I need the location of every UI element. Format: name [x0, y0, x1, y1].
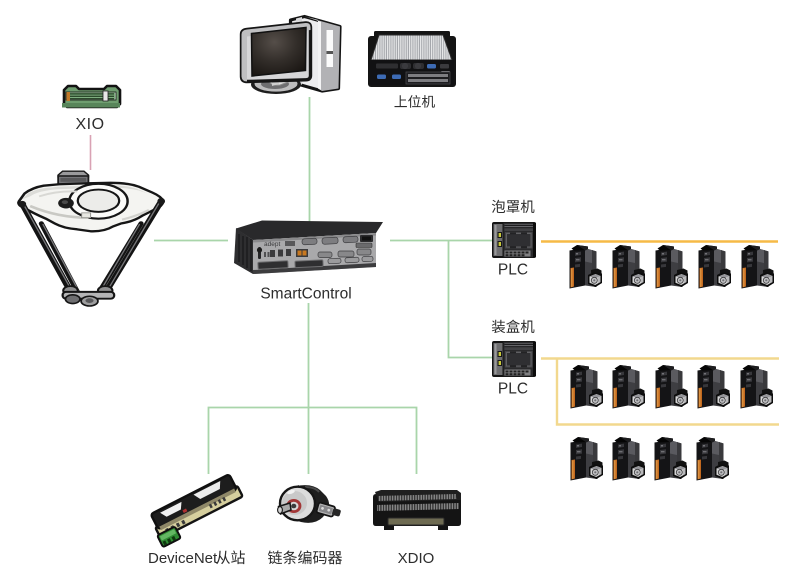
svg-text:PLC: PLC: [498, 381, 528, 398]
svg-text:XDIO: XDIO: [398, 550, 435, 567]
svg-text:PLC: PLC: [498, 262, 528, 279]
svg-text:SmartControl: SmartControl: [260, 286, 351, 303]
svg-text:DeviceNet: DeviceNet: [148, 550, 218, 567]
svg-text:XIO: XIO: [75, 116, 104, 133]
svg-text:adept: adept: [264, 241, 280, 248]
